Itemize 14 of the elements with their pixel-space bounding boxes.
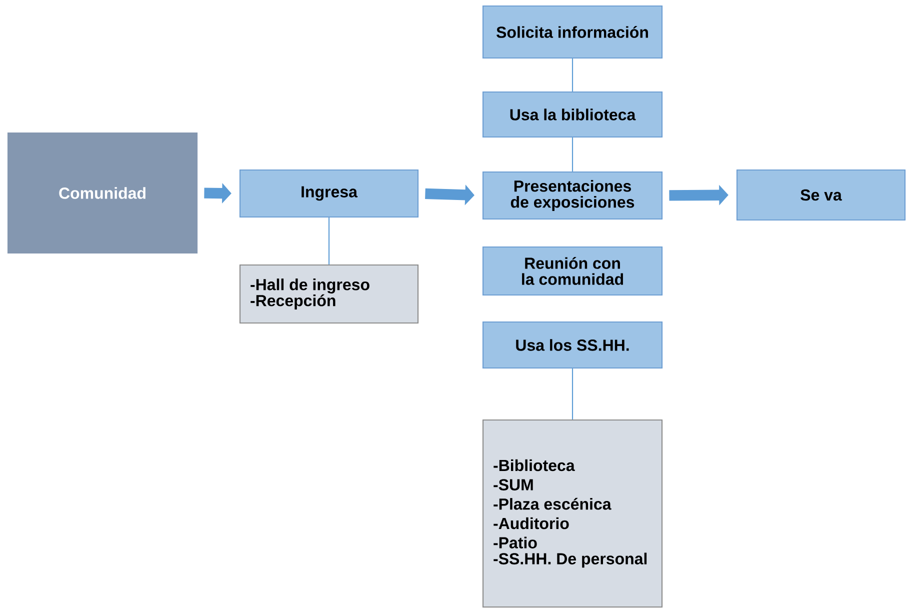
process-box: Usa los SS.HH. (482, 321, 663, 369)
process-box: Presentaciones de exposiciones (482, 171, 663, 220)
list-box: -Biblioteca -SUM -Plaza escénica -Auditorio -Patio -SS.HH. De personal (482, 419, 663, 608)
process-box: Comunidad (7, 132, 198, 254)
process-box: Reunión con la comunidad (482, 246, 663, 296)
process-box: Solicita información (482, 5, 663, 59)
connector-line (328, 218, 330, 264)
process-box: Se va (736, 169, 906, 221)
connector-line (572, 368, 574, 420)
list-box: -Hall de ingreso -Recepción (239, 264, 419, 324)
process-box: Ingresa (239, 169, 419, 218)
process-box: Usa la biblioteca (482, 91, 663, 138)
connector-line (572, 138, 574, 172)
connector-line (572, 58, 574, 92)
